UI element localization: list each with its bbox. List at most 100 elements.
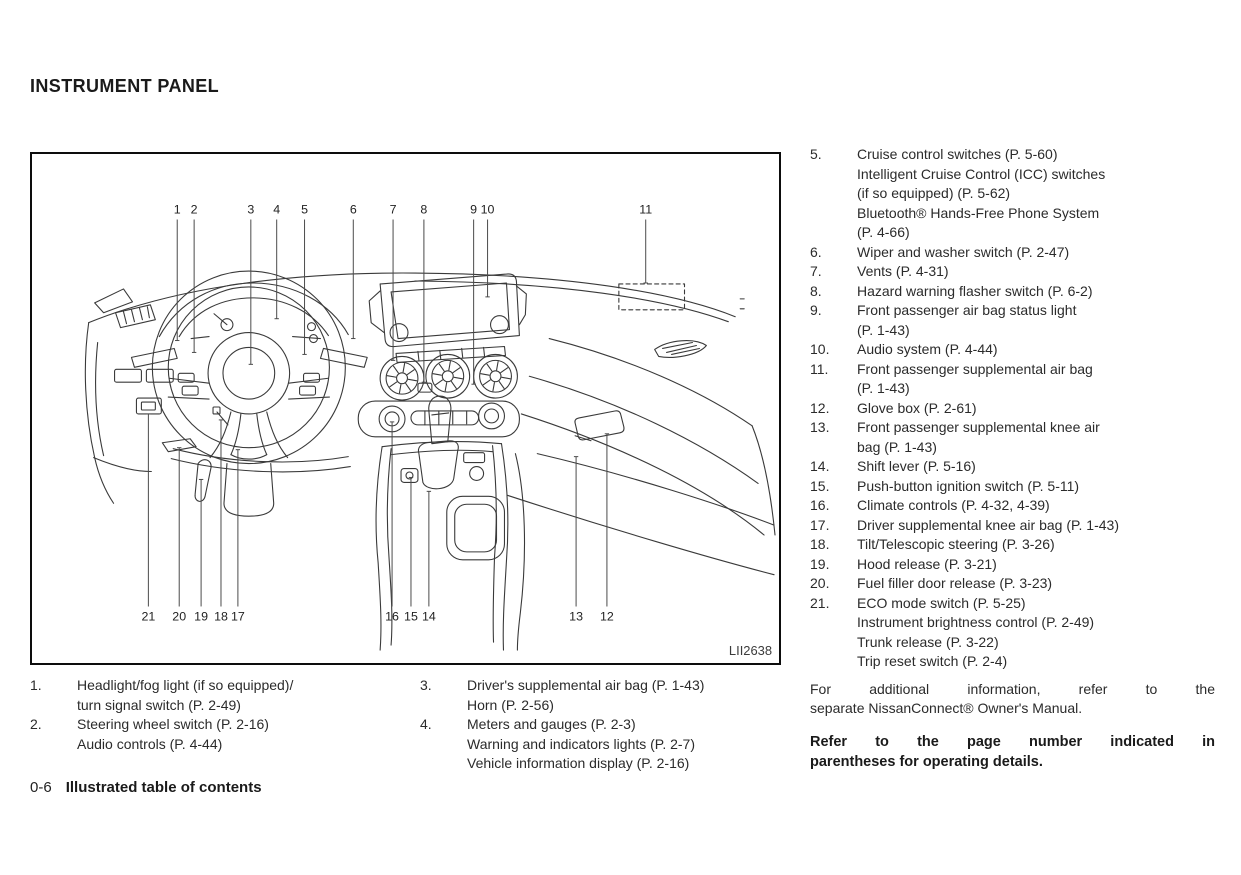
console-left-edge [375, 446, 383, 651]
legend-item-number: 7. [810, 263, 822, 279]
legend-item-text: Vents (P. 4-31) [857, 262, 949, 282]
legend-item-line: Tilt/Telescopic steering (P. 3-26) [857, 536, 1055, 552]
legend-item-number: 9. [810, 302, 822, 318]
legend-item-text: Driver supplemental knee air bag (P. 1-4… [857, 516, 1119, 536]
legend-item-text: Steering wheel switch (P. 2-16)Audio con… [77, 715, 269, 754]
knee-bolster [172, 448, 349, 463]
legend-item: 13.Front passenger supplemental knee air… [810, 418, 1215, 457]
gauge-needle-hub [220, 318, 234, 332]
note-line: parentheses for operating details. [810, 753, 1043, 770]
right-side-vent [654, 340, 707, 358]
additional-info-note: For additional information, refer to the… [810, 680, 1215, 719]
legend-item-text: Audio system (P. 4-44) [857, 340, 998, 360]
dash-top-line [88, 272, 736, 324]
legend-item: 15. Push-button ignition switch (P. 5-11) [810, 477, 1215, 497]
legend-item: 21. ECO mode switch (P. 5-25)Instrument b… [810, 594, 1215, 672]
legend-item-line: Audio system (P. 4-44) [857, 341, 998, 357]
legend-item-text: Shift lever (P. 5-16) [857, 457, 976, 477]
legend-item-line: Instrument brightness control (P. 2-49) [857, 614, 1095, 630]
wheel-left-buttons [177, 372, 195, 383]
legend-item-number: 5. [810, 146, 822, 162]
callout-number: 10 [481, 203, 495, 217]
left-door-edge [84, 322, 115, 504]
wheel-right-buttons [302, 372, 321, 383]
vent-center [425, 353, 471, 399]
legend-item: 17.Driver supplemental knee air bag (P. … [810, 516, 1215, 536]
legend-column-left: 1.Headlight/fog light (if so equipped)/t… [30, 676, 408, 754]
dashboard-art [84, 270, 776, 651]
legend-item-text: Tilt/Telescopic steering (P. 3-26) [857, 535, 1055, 555]
legend-item-line: Wiper and washer switch (P. 2-47) [857, 243, 1070, 260]
legend-item-line: Cruise control switches (P. 5-60) [857, 146, 1058, 162]
legend-item-number: 16. [810, 497, 830, 513]
legend-item-line: Intelligent Cruise Control (ICC) switche… [857, 165, 1106, 182]
callout-number: 15 [404, 609, 418, 623]
legend-item-text: Meters and gauges (P. 2-3)Warning and in… [467, 715, 695, 774]
legend-item-line: Push-button ignition switch (P. 5-11) [857, 477, 1080, 494]
note-line: separate NissanConnect® Owner's Manual. [810, 700, 1083, 716]
callout-number: 2 [191, 203, 198, 217]
legend-item-line: Fuel filler door release (P. 3-23) [857, 575, 1053, 591]
legend-item-number: 12. [810, 399, 830, 416]
legend-item-line: Vehicle information display (P. 2-16) [467, 755, 690, 771]
eco-mode-switch [135, 397, 162, 415]
hood-release-lever [161, 438, 197, 453]
callout-number: 12 [600, 609, 614, 623]
callout-number: 8 [420, 203, 427, 217]
legend-item-text: Push-button ignition switch (P. 5-11) [857, 477, 1079, 497]
legend-item-line: (P. 1-43) [857, 321, 910, 338]
steering-wheel-rim [151, 270, 346, 465]
legend-item-text: Front passenger air bag status light(P. … [857, 301, 1076, 340]
legend-item-line: Climate controls (P. 4-32, 4-39) [857, 497, 1050, 513]
callout-number: 7 [390, 203, 397, 217]
climate-knob-right [478, 402, 506, 430]
legend-column-right: 5. Cruise control switches (P. 5-60) Intel… [810, 145, 1215, 772]
legend-item-line: Trunk release (P. 3-22) [857, 633, 999, 650]
page-title: INSTRUMENT PANEL [30, 76, 220, 96]
footer-page-number: 0-6 [30, 779, 52, 796]
callout-number: 19 [194, 609, 208, 623]
legend-item-text: Hazard warning flasher switch (P. 6-2) [857, 282, 1093, 302]
legend-item: 4. Meters and gauges (P. 2-3)Warning and … [420, 715, 790, 774]
hazard-switch [417, 382, 433, 393]
wiper-stalk [319, 347, 368, 368]
ignition-switch [400, 467, 419, 483]
legend-item-line: Front passenger supplemental air bag [857, 360, 1093, 377]
display-knob-right [489, 315, 509, 335]
legend-item-number: 10. [810, 341, 830, 357]
legend-item-line: Meters and gauges (P. 2-3) [467, 716, 636, 732]
legend-item-text: Hood release (P. 3-21) [857, 555, 997, 575]
legend-item: 18. Tilt/Telescopic steering (P. 3-26) [810, 535, 1215, 555]
legend-item-line: Bluetooth® Hands-Free Phone System [857, 204, 1100, 221]
legend-item-text: Fuel filler door release (P. 3-23) [857, 574, 1052, 594]
legend-item-line: Trip reset switch (P. 2-4) [857, 653, 1008, 669]
vent-right [473, 353, 518, 399]
legend-item-number: 20. [810, 575, 830, 591]
legend-item-number: 6. [810, 243, 822, 260]
legend-item-line: Glove box (P. 2-61) [857, 399, 977, 416]
legend-item: 5. Cruise control switches (P. 5-60) Intel… [810, 145, 1215, 243]
callout-number: 17 [231, 609, 245, 623]
legend-item: 11. Front passenger supplemental air bag(… [810, 360, 1215, 399]
legend-item-number: 11. [810, 360, 829, 377]
legend-item-line: Driver's supplemental air bag (P. 1-43) [467, 677, 705, 693]
legend-item-number: 18. [810, 536, 830, 552]
console-right-edge [500, 443, 509, 651]
center-display [379, 273, 520, 348]
legend-item: 19.Hood release (P. 3-21) [810, 555, 1215, 575]
cup-holder [446, 495, 506, 561]
legend-item-text: ECO mode switch (P. 5-25)Instrument brig… [857, 594, 1094, 672]
legend-item: 14.Shift lever (P. 5-16) [810, 457, 1215, 477]
callout-number: 11 [639, 203, 652, 217]
passenger-airbag-outline [618, 283, 686, 311]
legend-item-number: 4. [420, 716, 432, 732]
legend-item-number: 1. [30, 677, 42, 693]
legend-item-number: 15. [810, 477, 830, 494]
glove-box-seam [536, 453, 775, 526]
callout-number: 4 [273, 203, 280, 217]
legend-item-number: 21. [810, 594, 830, 611]
legend-item-text: Front passenger supplemental air bag(P. … [857, 360, 1093, 399]
